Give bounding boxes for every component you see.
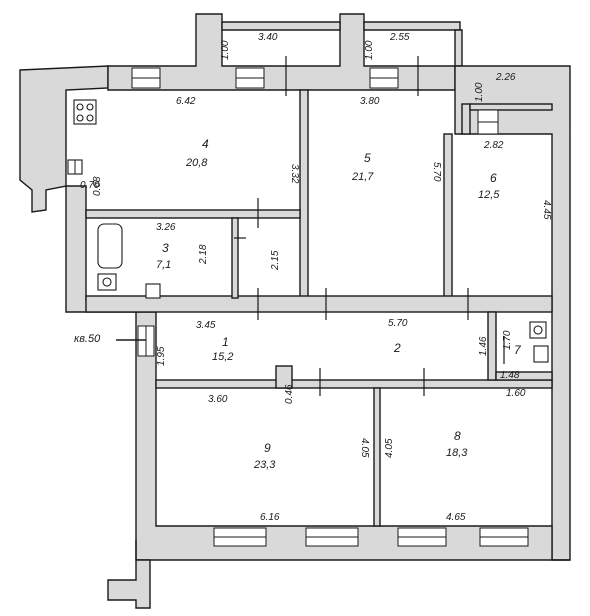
window-room-9-left [213, 527, 267, 547]
room-7-number: 7 [514, 343, 522, 357]
dim-label: 1.00 [364, 40, 375, 60]
room-4-area: 20,8 [185, 157, 208, 169]
dim-label: 1.60 [506, 388, 526, 399]
room-6-number: 6 [490, 171, 497, 185]
window-entrance [137, 325, 155, 357]
window-room-8-left [397, 527, 447, 547]
dim-label: 1.46 [478, 336, 489, 356]
room-3-number: 3 [162, 241, 169, 255]
dim-label: 1.00 [474, 82, 485, 102]
doors [234, 56, 505, 396]
dim-label: 4.65 [446, 512, 466, 523]
wc-fixture-icon [529, 321, 549, 363]
dimension-labels: 1.00 3.40 1.00 2.55 2.26 1.00 6.42 3.80 … [80, 32, 552, 523]
dim-label: 4.05 [359, 438, 370, 458]
stove-icon [73, 99, 97, 125]
dim-label: 2.15 [270, 250, 281, 271]
dim-label: 0.68 [92, 176, 103, 196]
room-3-area: 7,1 [156, 259, 171, 271]
dim-label: 3.45 [196, 320, 216, 331]
apartment-label: кв.50 [74, 333, 101, 345]
window-room-9-right [305, 527, 359, 547]
dim-label: 3.26 [156, 222, 176, 233]
window-room-6 [477, 109, 499, 135]
room-8-area: 18,3 [446, 447, 468, 459]
dim-label: 0.46 [284, 384, 295, 404]
window-room-5 [369, 67, 399, 89]
washbasin-icon [145, 283, 161, 299]
dim-label: 2.82 [483, 140, 504, 151]
room-1-area: 15,2 [212, 351, 233, 363]
fixtures [67, 99, 549, 363]
dim-label: 3.60 [208, 394, 228, 405]
dim-label: 3.40 [258, 32, 278, 43]
room-9-area: 23,3 [253, 459, 276, 471]
window-room-4 [131, 67, 161, 89]
dim-label: 1.00 [220, 40, 231, 60]
room-4-number: 4 [202, 137, 209, 151]
dim-label: 4.45 [541, 200, 552, 220]
dim-label: 0.70 [80, 180, 100, 191]
dim-label: 6.42 [176, 96, 196, 107]
room-9-number: 9 [264, 441, 271, 455]
dim-label: 3.32 [289, 164, 300, 184]
dim-label: 5.70 [388, 318, 408, 329]
toilet-icon [97, 273, 117, 291]
dim-label: 2.18 [198, 244, 209, 265]
dim-label: 1.48 [500, 370, 520, 381]
interior-partitions [85, 89, 553, 527]
bathtub-icon [97, 223, 123, 269]
room-5-area: 21,7 [351, 171, 374, 183]
dim-label: 1.95 [156, 346, 167, 366]
room-6-area: 12,5 [478, 189, 500, 201]
dim-label: 4.05 [384, 438, 395, 458]
room-2-number: 2 [393, 341, 401, 355]
dim-label: 6.16 [260, 512, 280, 523]
dim-label: 5.70 [431, 162, 442, 182]
windows [131, 67, 529, 547]
window-room-8-right [479, 527, 529, 547]
room-8-number: 8 [454, 429, 461, 443]
dim-label: 2.26 [495, 72, 516, 83]
sink-icon [67, 159, 83, 175]
dim-label: 2.55 [389, 32, 410, 43]
room-5-number: 5 [364, 151, 371, 165]
room-1-number: 1 [222, 335, 229, 349]
window-room-4-right [235, 67, 265, 89]
dim-label: 1.70 [502, 330, 513, 350]
dim-label: 3.80 [360, 96, 380, 107]
room-labels: 4 20,8 5 21,7 6 12,5 3 7,1 1 15,2 2 7 9 … [74, 137, 522, 471]
